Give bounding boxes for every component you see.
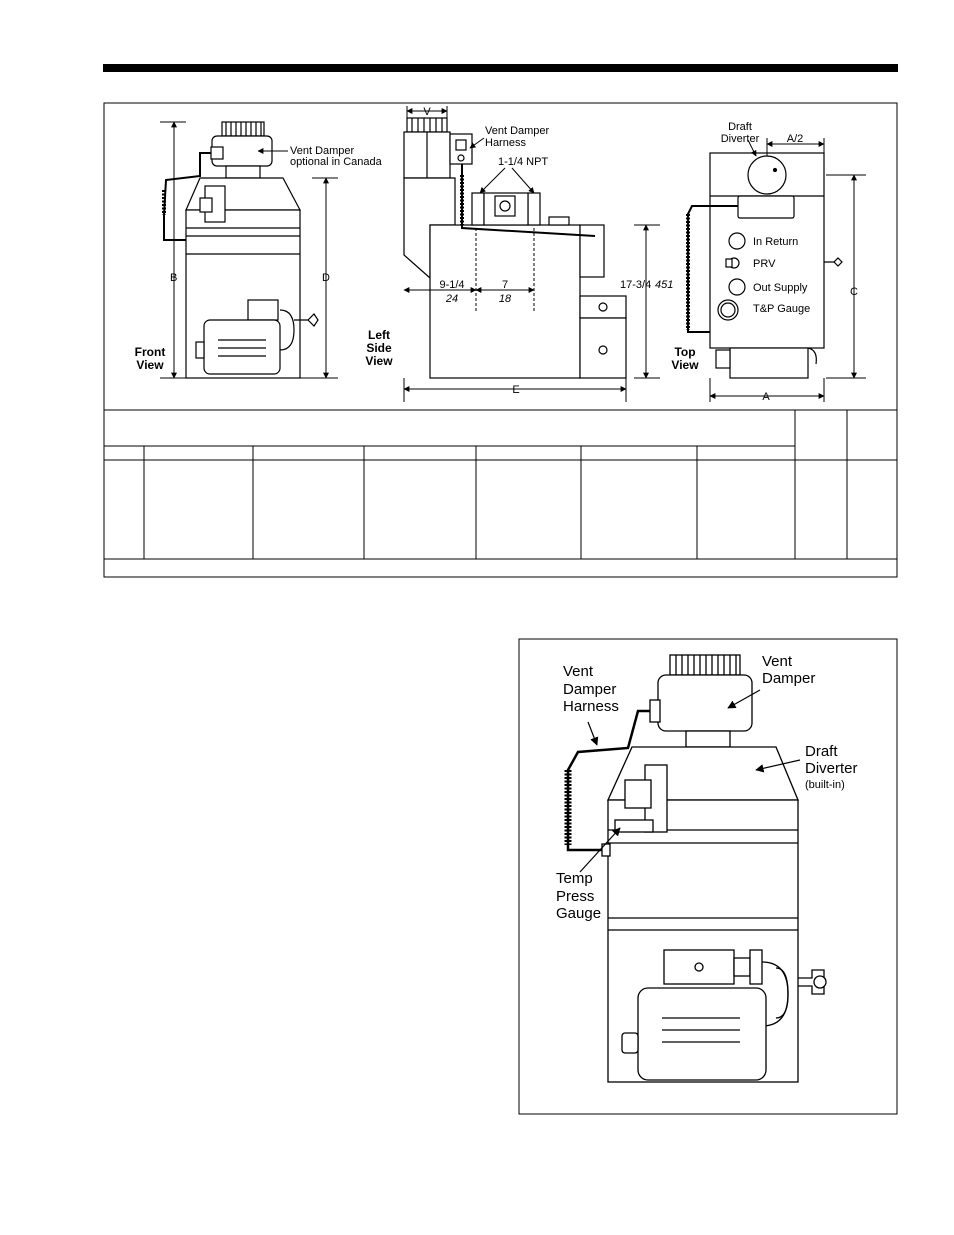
damper-callout-1: Vent <box>762 653 793 670</box>
harness-callout-2: Damper <box>563 681 616 698</box>
dim-a-half-label: A/2 <box>787 133 804 145</box>
side-view-label-3: View <box>365 354 393 368</box>
gauge-callout-2: Press <box>556 888 594 905</box>
dim-a-label: A <box>762 391 770 403</box>
side-view-label-1: Left <box>368 328 390 342</box>
diverter-callout-1: Draft <box>805 743 838 760</box>
spec-table-grid <box>104 409 897 560</box>
draft-diverter-note-1: Draft <box>728 121 752 133</box>
top-view-dimensions <box>709 138 866 402</box>
gauge-callout-1: Temp <box>556 870 593 887</box>
side-view-drawing <box>403 117 627 379</box>
dim-side-1-in: 9-1/4 <box>439 279 464 291</box>
dim-e-label: E <box>512 384 519 396</box>
boiler-callout-arrows <box>579 689 801 873</box>
front-view-label-2: View <box>136 358 164 372</box>
top-view-drawing <box>686 152 843 379</box>
dim-d-label: D <box>322 272 330 284</box>
side-harness-note-1: Vent Damper <box>485 125 550 137</box>
dim-b-label: B <box>170 272 177 284</box>
harness-callout-1: Vent <box>563 663 594 680</box>
figure-frame <box>103 102 898 578</box>
dim-side-1-mm: 24 <box>445 293 458 305</box>
out-supply-label: Out Supply <box>753 282 808 294</box>
npt-note: 1-1/4 NPT <box>498 156 548 168</box>
diverter-callout-2: Diverter <box>805 760 858 777</box>
dim-height-in: 17-3/4 <box>620 279 651 291</box>
vent-damper-note-1: Vent Damper <box>290 145 355 157</box>
side-view-dimensions <box>403 106 660 402</box>
dim-height-mm: 451 <box>655 279 673 291</box>
prv-label: PRV <box>753 258 776 270</box>
dim-v-label: V <box>423 106 431 118</box>
draft-diverter-note-2: Diverter <box>721 133 760 145</box>
damper-callout-2: Damper <box>762 670 815 687</box>
vent-damper-note-2: optional in Canada <box>290 156 383 168</box>
top-view-label-1: Top <box>674 345 695 359</box>
boiler-figure-frame <box>518 638 898 1115</box>
dim-side-2-mm: 18 <box>499 293 512 305</box>
dimension-figure: B D Vent Damper optional in Canada Front… <box>103 102 898 578</box>
side-harness-note-2: Harness <box>485 137 526 149</box>
boiler-drawing <box>564 654 827 1083</box>
dim-c-label: C <box>850 286 858 298</box>
front-view-label-1: Front <box>135 345 166 359</box>
diverter-callout-3: (built-in) <box>805 779 845 791</box>
header-rule <box>103 64 898 72</box>
gauge-callout-3: Gauge <box>556 905 601 922</box>
top-view-label-2: View <box>671 358 699 372</box>
side-view-label-2: Side <box>366 341 392 355</box>
in-return-label: In Return <box>753 236 798 248</box>
boiler-figure: Vent Damper Harness Vent Damper Draft Di… <box>518 638 898 1115</box>
tp-gauge-label: T&P Gauge <box>753 303 810 315</box>
front-view-dimensions <box>160 121 338 379</box>
dim-side-2-in: 7 <box>502 279 508 291</box>
harness-callout-3: Harness <box>563 698 619 715</box>
front-view-drawing <box>162 121 319 379</box>
